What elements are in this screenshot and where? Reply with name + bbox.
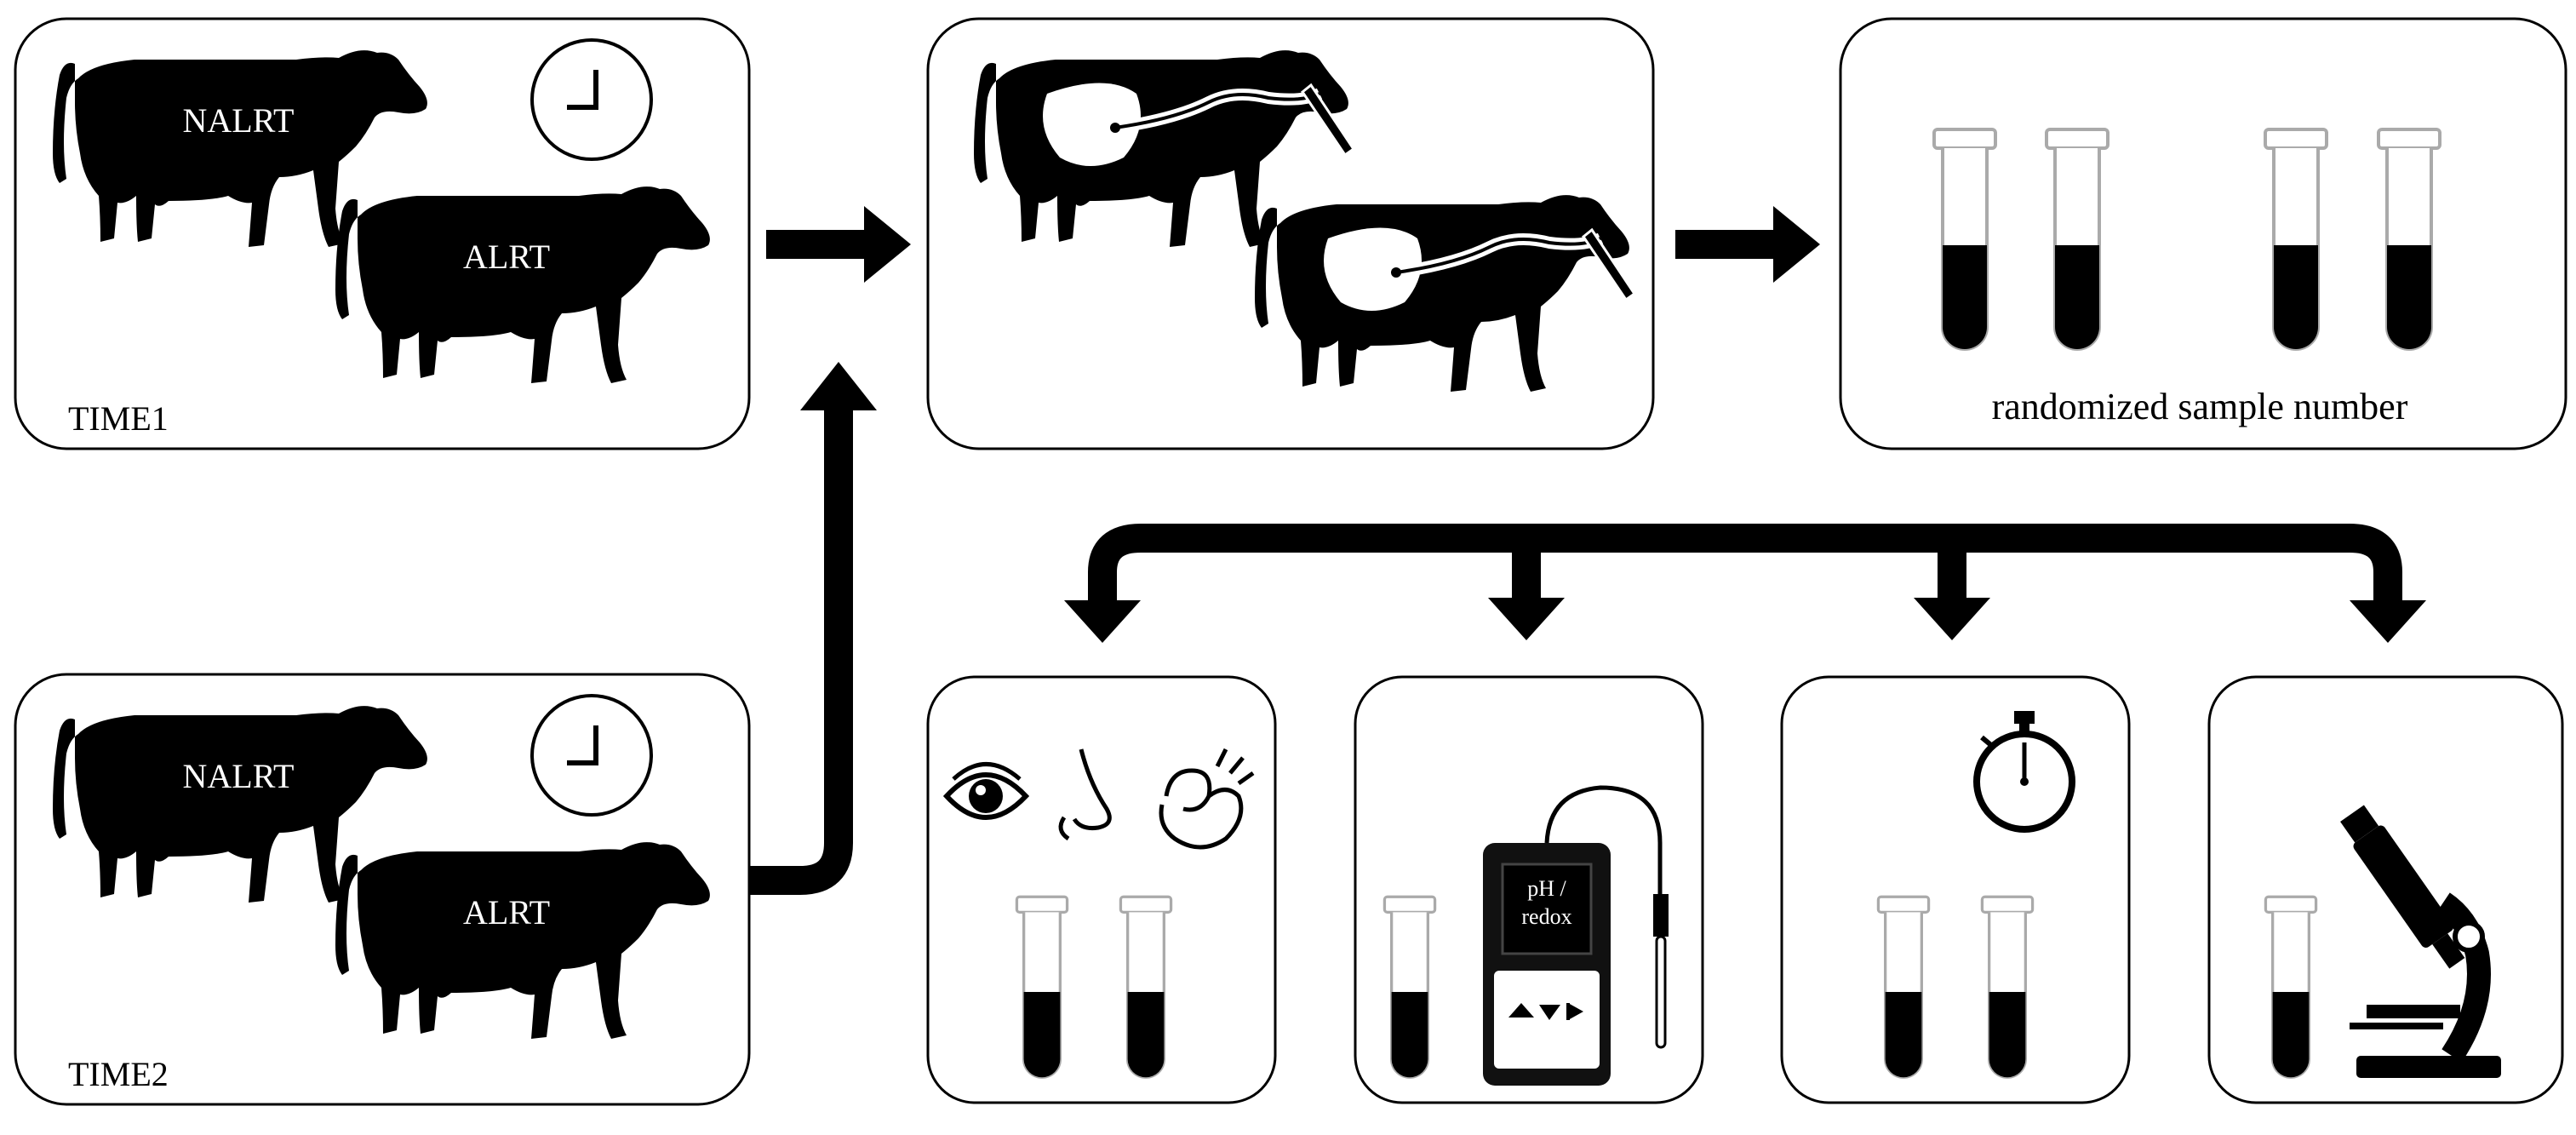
arrow-down-icon: [1488, 598, 1565, 640]
distribution-arrows: [1064, 524, 2426, 643]
test-tube-icon: [2045, 128, 2109, 351]
ok-hand-icon: [1159, 748, 1255, 850]
clock-icon: [532, 696, 651, 815]
ph-meter-icon: [1483, 785, 1669, 1086]
arrow-right-icon: [766, 206, 911, 283]
microscope-icon: [2340, 805, 2501, 1078]
test-tube-icon: [1382, 895, 1437, 1080]
cow-label-nalrt: NALRT: [183, 101, 295, 140]
meter-display-line2: redox: [1521, 904, 1571, 929]
panel-timing-box: [1780, 675, 2131, 1104]
test-tube-icon: [2264, 128, 2328, 351]
panel-sampling: [926, 17, 1655, 450]
test-tube-icon: [1876, 895, 1931, 1080]
stopwatch-icon: [1973, 711, 2075, 833]
cow-label-alrt: ALRT: [463, 893, 550, 932]
test-tube-icon: [2377, 128, 2441, 351]
panel-timing: [1780, 675, 2131, 1104]
panel-time1: NALRT ALRT TIME1: [14, 17, 751, 450]
test-tube-icon: [1015, 895, 1069, 1080]
cow-label-alrt: ALRT: [463, 238, 550, 276]
nose-icon: [1058, 748, 1112, 841]
rumen-probe-cow-icon: [974, 50, 1356, 247]
eye-icon: [942, 762, 1030, 820]
panel-time2: NALRT ALRT TIME2: [14, 673, 751, 1106]
arrow-down-icon: [2350, 600, 2426, 643]
flow-arrows: [749, 206, 2426, 895]
time-label: TIME2: [68, 1055, 169, 1093]
test-tube-icon: [2264, 895, 2318, 1080]
panel-meter: pH / redox: [1354, 675, 1704, 1104]
rumen-probe-cow-icon: [1255, 195, 1637, 392]
panel-sensory-box: [926, 675, 1277, 1104]
test-tube-icon: [1119, 895, 1173, 1080]
arrow-down-icon: [1914, 598, 1990, 640]
panel-sensory: [926, 675, 1277, 1104]
test-tube-icon: [1980, 895, 2035, 1080]
arrow-down-icon: [1064, 600, 1141, 643]
cow-label-nalrt: NALRT: [183, 757, 295, 795]
panel-microscopy: [2207, 675, 2564, 1104]
clock-icon: [532, 40, 651, 159]
panel-randomize-box: [1839, 17, 2567, 450]
meter-display-line1: pH /: [1527, 876, 1566, 901]
arrow-up-icon: [749, 362, 877, 895]
test-tube-icon: [1932, 128, 1997, 351]
time-label: TIME1: [68, 399, 169, 438]
randomize-caption: randomized sample number: [1992, 386, 2408, 427]
panel-randomize: randomized sample number: [1839, 17, 2567, 450]
arrow-right-icon: [1675, 206, 1820, 283]
